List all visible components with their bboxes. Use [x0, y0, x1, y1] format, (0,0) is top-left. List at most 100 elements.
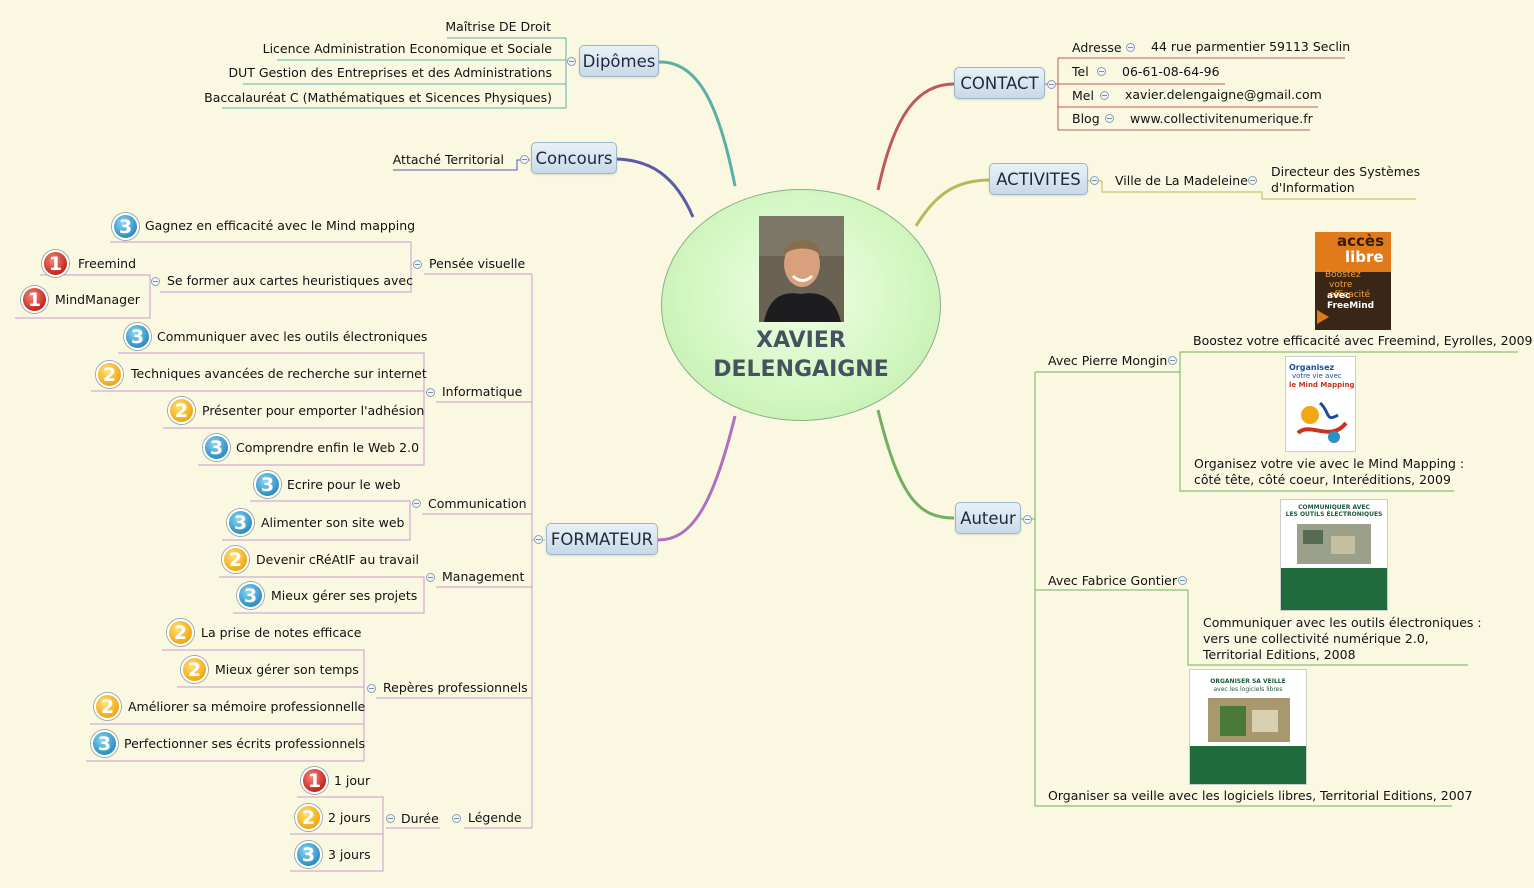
collapse-toggle-icon[interactable] [386, 814, 395, 823]
group-pensee-visuelle[interactable]: Pensée visuelle [429, 256, 526, 271]
course-item[interactable]: MindManager [55, 292, 140, 307]
contact-value[interactable]: 44 rue parmentier 59113 Seclin [1151, 39, 1351, 54]
priority-1-icon: 1 [21, 286, 48, 313]
priority-3-icon: 3 [237, 582, 264, 609]
book-cover-outils-electroniques[interactable]: COMMUNIQUER AVEC LES OUTILS ÉLECTRONIQUE… [1280, 499, 1388, 611]
activite-role-line1: Directeur des Systèmes [1271, 164, 1421, 179]
contact-label[interactable]: Adresse [1072, 40, 1122, 55]
topic-concours[interactable]: Concours [531, 142, 617, 174]
central-name: XAVIER DELENGAIGNE [661, 326, 941, 384]
legend-item[interactable]: 1 jour [334, 773, 371, 788]
coauthor[interactable]: Avec Fabrice Gontier [1048, 573, 1177, 588]
topic-activites[interactable]: ACTIVITES [989, 163, 1088, 195]
cover-text: votre vie avec [1292, 372, 1342, 380]
branch-concours [615, 157, 695, 218]
collapse-toggle-icon[interactable] [1105, 114, 1114, 123]
course-item[interactable]: Se former aux cartes heuristiques avec [167, 273, 413, 288]
cover-text: votre efficacité [1329, 280, 1371, 300]
course-item[interactable]: Ecrire pour le web [287, 477, 401, 492]
legend-duree[interactable]: Durée [401, 811, 439, 826]
contact-label[interactable]: Blog [1072, 111, 1100, 126]
collapse-toggle-icon[interactable] [452, 814, 461, 823]
collapse-toggle-icon[interactable] [412, 499, 421, 508]
course-item[interactable]: La prise de notes efficace [201, 625, 362, 640]
priority-2-icon: 2 [168, 397, 195, 424]
diplome-item[interactable]: Maîtrise DE Droit [445, 19, 551, 34]
book-title[interactable]: Organiser sa veille avec les logiciels l… [1048, 788, 1473, 803]
cover-text: accès [1337, 232, 1385, 250]
course-item[interactable]: Mieux gérer ses projets [271, 588, 418, 603]
book-title[interactable]: Organisez votre vie avec le Mind Mapping… [1194, 456, 1464, 488]
portrait-photo [759, 216, 844, 322]
branch-diplomes [657, 60, 737, 187]
course-item[interactable]: Techniques avancées de recherche sur int… [131, 366, 427, 381]
course-item[interactable]: Perfectionner ses écrits professionnels [124, 736, 366, 751]
course-item[interactable]: Gagnez en efficacité avec le Mind mappin… [145, 218, 416, 233]
central-name-line1: XAVIER [756, 328, 846, 353]
contact-label[interactable]: Tel [1072, 64, 1089, 79]
group-reperes-professionnels[interactable]: Repères professionnels [383, 680, 528, 695]
group-communication[interactable]: Communication [428, 496, 527, 511]
topic-auteur[interactable]: Auteur [955, 502, 1021, 534]
collapse-toggle-icon[interactable] [1047, 80, 1056, 89]
course-item[interactable]: Présenter pour emporter l'adhésion [202, 403, 425, 418]
book-title[interactable]: Communiquer avec les outils électronique… [1203, 615, 1482, 663]
course-item[interactable]: Comprendre enfin le Web 2.0 [236, 440, 420, 455]
course-item[interactable]: Alimenter son site web [261, 515, 405, 530]
coauthor[interactable]: Avec Pierre Mongin [1048, 353, 1168, 368]
course-item[interactable]: Freemind [78, 256, 137, 271]
diplome-item[interactable]: DUT Gestion des Entreprises et des Admin… [228, 65, 552, 80]
collapse-toggle-icon[interactable] [367, 684, 376, 693]
collapse-toggle-icon[interactable] [413, 260, 422, 269]
branch-auteur [876, 409, 955, 520]
group-management[interactable]: Management [442, 569, 525, 584]
topic-diplomes[interactable]: Dipômes [579, 45, 659, 77]
collapse-toggle-icon[interactable] [426, 573, 435, 582]
collapse-toggle-icon[interactable] [426, 388, 435, 397]
diplome-item[interactable]: Baccalauréat C (Mathématiques et Sicence… [204, 90, 552, 105]
diplome-item[interactable]: Licence Administration Economique et Soc… [262, 41, 552, 56]
collapse-toggle-icon[interactable] [1126, 43, 1135, 52]
concours-item[interactable]: Attaché Territorial [392, 152, 504, 167]
collapse-toggle-icon[interactable] [534, 535, 543, 544]
group-legende[interactable]: Légende [468, 810, 522, 825]
group-informatique[interactable]: Informatique [442, 384, 523, 399]
book-cover-freemind[interactable]: accès libre Boostez votre efficacité ave… [1315, 232, 1391, 330]
collapse-toggle-icon[interactable] [1097, 67, 1106, 76]
cover-text: avec FreeMind [1327, 291, 1375, 311]
priority-2-icon: 2 [167, 619, 194, 646]
contact-value[interactable]: 06-61-08-64-96 [1122, 64, 1220, 79]
topic-contact[interactable]: CONTACT [954, 67, 1045, 99]
cover-text: le Mind Mapping [1289, 381, 1355, 389]
book-title[interactable]: Boostez votre efficacité avec Freemind, … [1193, 333, 1533, 348]
course-item[interactable]: Devenir cRéAtIF au travail [256, 552, 419, 567]
book-cover-organiser-veille[interactable]: ORGANISER SA VEILLE avec les logiciels l… [1189, 669, 1307, 785]
collapse-toggle-icon[interactable] [567, 57, 576, 66]
collapse-toggle-icon[interactable] [151, 277, 160, 286]
collapse-toggle-icon[interactable] [1023, 515, 1032, 524]
branch-activites [914, 178, 991, 227]
activite-employer[interactable]: Ville de La Madeleine [1115, 173, 1248, 188]
cover-text: libre [1345, 248, 1384, 266]
course-item[interactable]: Améliorer sa mémoire professionnelle [128, 699, 366, 714]
collapse-toggle-icon[interactable] [1100, 91, 1109, 100]
collapse-toggle-icon[interactable] [1090, 176, 1099, 185]
legend-item[interactable]: 2 jours [328, 810, 371, 825]
collapse-toggle-icon[interactable] [1248, 176, 1257, 185]
contact-value[interactable]: xavier.delengaigne@gmail.com [1125, 87, 1322, 102]
priority-3-icon: 3 [295, 841, 322, 868]
book-cover-mind-mapping[interactable]: Organisez votre vie avec le Mind Mapping [1285, 356, 1356, 452]
course-item[interactable]: Mieux gérer son temps [215, 662, 359, 677]
collapse-toggle-icon[interactable] [520, 155, 529, 164]
priority-2-icon: 2 [295, 804, 322, 831]
cover-text: LES OUTILS ÉLECTRONIQUES [1285, 511, 1383, 518]
collapse-toggle-icon[interactable] [1178, 576, 1187, 585]
collapse-toggle-icon[interactable] [1168, 356, 1177, 365]
contact-value[interactable]: www.collectivitenumerique.fr [1130, 111, 1313, 126]
activite-role[interactable]: Directeur des Systèmes d'Information [1271, 164, 1420, 196]
course-item[interactable]: Communiquer avec les outils électronique… [157, 329, 428, 344]
legend-item[interactable]: 3 jours [328, 847, 371, 862]
topic-formateur[interactable]: FORMATEUR [546, 523, 658, 555]
contact-label[interactable]: Mel [1072, 88, 1094, 103]
